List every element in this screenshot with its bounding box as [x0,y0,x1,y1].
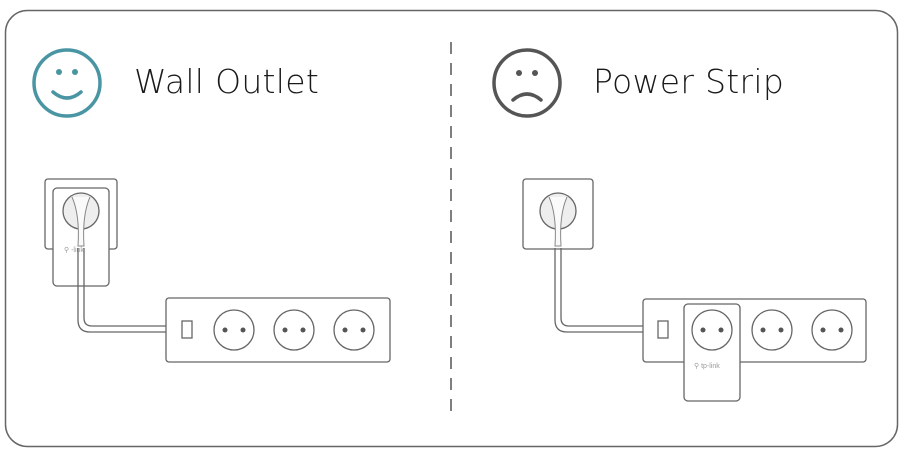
happy-face-icon [32,48,102,118]
tp-link-logo: ⚲ tp-link [694,362,720,370]
socket [811,309,853,351]
cable [554,248,643,333]
strip-switch [181,320,193,339]
wall-outlet-scene: ⚲ -link [44,178,391,363]
socket [213,309,255,351]
socket [273,309,315,351]
power-strip-scene: ⚲ tp-link [522,178,867,402]
wall-outlet-title: Wall Outlet [134,62,320,101]
socket [691,309,733,351]
sad-face-icon [492,48,562,118]
tp-link-logo: ⚲ -link [64,246,84,254]
cable [77,248,166,333]
power-strip-title: Power Strip [593,62,785,101]
socket [333,309,375,351]
strip-switch [657,320,669,339]
frame [4,9,899,448]
socket [751,309,793,351]
